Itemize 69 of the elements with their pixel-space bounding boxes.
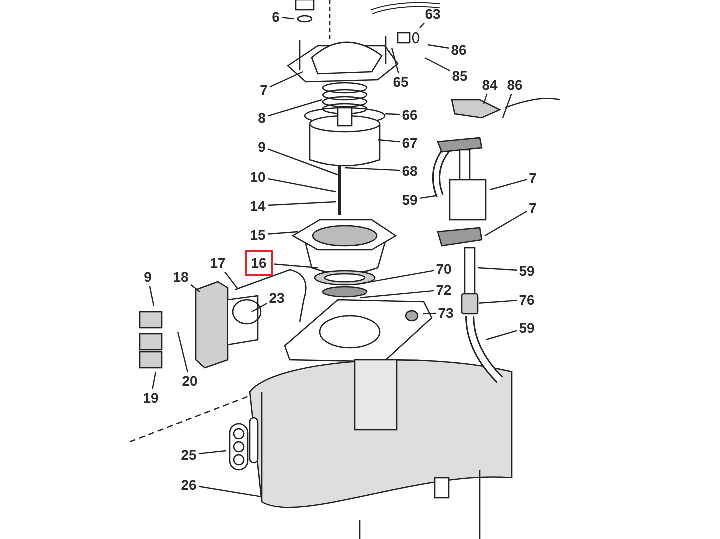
leader-line: [483, 94, 488, 104]
callout-number: 16: [245, 250, 273, 276]
leader-line: [190, 284, 200, 292]
leader-line: [274, 264, 318, 269]
leader-line: [486, 330, 518, 341]
leader-line: [378, 139, 400, 143]
callout-number: 86: [506, 77, 524, 93]
leader-line: [502, 94, 512, 118]
leader-line: [177, 332, 188, 372]
leader-line: [428, 44, 450, 49]
leader-line: [420, 195, 436, 200]
callout-number: 15: [249, 227, 267, 243]
callout-number: 65: [392, 74, 410, 90]
leader-line: [282, 17, 294, 20]
callout-number: 9: [257, 139, 267, 155]
leader-line: [360, 270, 434, 285]
callout-number: 10: [249, 169, 267, 185]
leader-line: [422, 312, 436, 315]
callout-number: 26: [180, 477, 198, 493]
leader-line: [198, 450, 226, 455]
callout-number: 7: [528, 200, 538, 216]
callout-number: 86: [450, 42, 468, 58]
leader-line: [268, 231, 298, 235]
leader-line: [478, 300, 518, 304]
callout-number: 18: [172, 269, 190, 285]
leader-line: [360, 290, 434, 299]
leader-line: [149, 286, 155, 306]
callout-number: 84: [481, 77, 499, 93]
callout-number: 59: [518, 263, 536, 279]
callout-number: 63: [424, 6, 442, 22]
callout-number: 8: [257, 110, 267, 126]
callout-number: 76: [518, 292, 536, 308]
leader-line: [224, 272, 238, 290]
callout-number: 67: [401, 135, 419, 151]
leader-line: [484, 210, 528, 237]
callout-number: 70: [435, 261, 453, 277]
leader-line: [152, 372, 157, 390]
callout-number: 17: [209, 255, 227, 271]
leader-line: [268, 201, 336, 206]
callout-number: 72: [435, 282, 453, 298]
leader-line: [478, 267, 518, 271]
callout-number: 7: [528, 170, 538, 186]
callout-number: 59: [518, 320, 536, 336]
callout-number: 66: [401, 107, 419, 123]
leader-line: [384, 113, 400, 116]
callout-number: 14: [249, 198, 267, 214]
callout-number: 6: [271, 9, 281, 25]
leader-line: [270, 71, 304, 88]
leader-line: [268, 99, 322, 117]
callout-number: 25: [180, 447, 198, 463]
callout-number: 73: [437, 305, 455, 321]
leader-line: [198, 486, 262, 498]
leader-line: [420, 22, 426, 28]
callout-number: 7: [259, 82, 269, 98]
leader-line: [490, 179, 528, 191]
callout-number: 68: [401, 163, 419, 179]
callout-number: 23: [268, 290, 286, 306]
leader-line: [344, 167, 400, 172]
pipe-fitting: [461, 293, 479, 315]
leader-line: [424, 57, 450, 72]
leader-line: [268, 178, 336, 193]
leader-line: [391, 48, 400, 74]
leader-line: [252, 303, 268, 313]
callout-number: 20: [181, 373, 199, 389]
leader-line: [268, 148, 338, 176]
callout-number: 9: [143, 269, 153, 285]
callout-number: 85: [451, 68, 469, 84]
callout-number: 19: [142, 390, 160, 406]
callout-number: 59: [401, 192, 419, 208]
